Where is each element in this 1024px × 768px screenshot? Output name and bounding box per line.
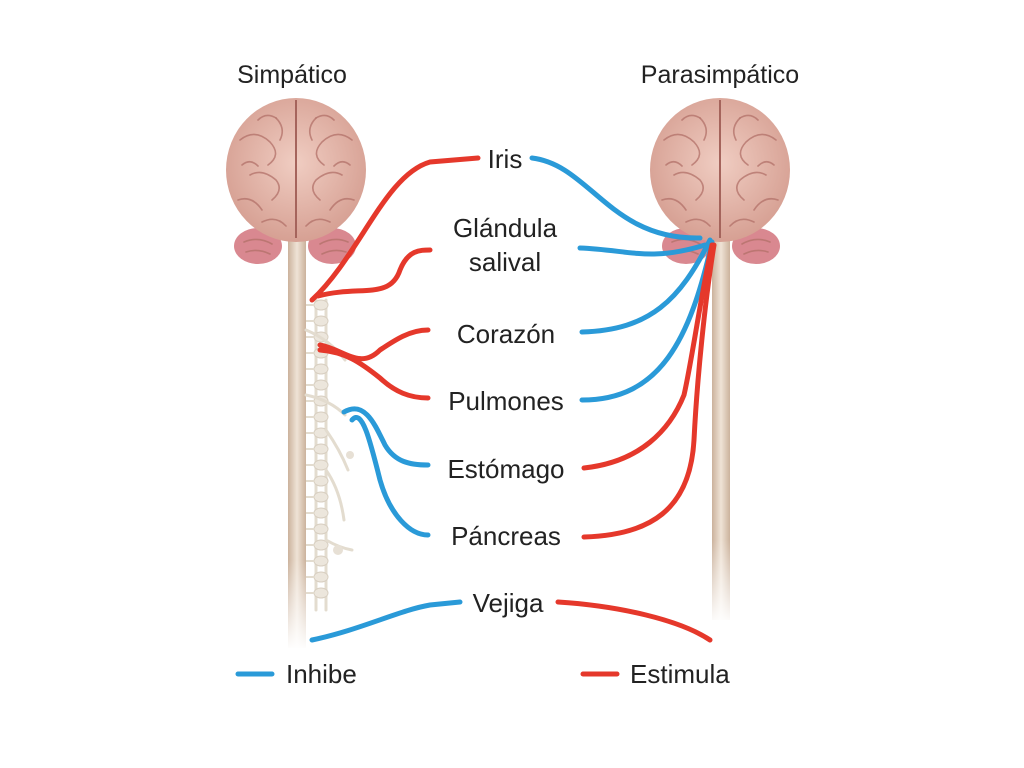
organ-label-gland-line1: Glándula (453, 213, 558, 243)
organ-label-bladder: Vejiga (473, 588, 544, 618)
red-pathway-pancreas-para (581, 242, 717, 540)
ganglion-node (313, 587, 329, 599)
blue-pathway-heart-para (579, 237, 713, 335)
red-pathway-gland (315, 247, 433, 299)
blue-pathway-gland-para (577, 242, 708, 257)
parasympathetic-brain-icon (650, 98, 790, 625)
ganglion-node (313, 443, 329, 455)
organ-label-pancreas: Páncreas (451, 521, 561, 551)
ganglion-node (313, 507, 329, 519)
ganglion-node (313, 299, 329, 311)
ganglion-node (313, 379, 329, 391)
ganglion-node (313, 315, 329, 327)
organ-label-heart: Corazón (457, 319, 555, 349)
red-pathway-iris (309, 155, 481, 303)
sympathetic-brain-icon (226, 98, 366, 650)
legend-stimulate-label: Estimula (630, 659, 730, 689)
ganglion-node (313, 523, 329, 535)
ganglion-node (313, 363, 329, 375)
organ-label-gland-line2: salival (469, 247, 541, 277)
blue-pathway-pancreas (349, 415, 431, 538)
ganglion-node (313, 475, 329, 487)
red-pathway-lungs (317, 347, 431, 401)
ganglion-node (313, 411, 329, 423)
nerve-pathways (309, 155, 717, 643)
ganglion-node (313, 555, 329, 567)
red-pathway-stomach-para (581, 242, 715, 471)
ganglion-node (313, 571, 329, 583)
organ-label-iris: Iris (488, 144, 523, 174)
legend-inhibit-label: Inhibe (286, 659, 357, 689)
parasympathetic-header: Parasimpático (641, 61, 799, 89)
blue-pathway-stomach (341, 406, 431, 468)
organ-label-lungs: Pulmones (448, 386, 564, 416)
ganglion-node (313, 491, 329, 503)
blue-pathway-bladder (309, 599, 463, 643)
ganglion-node (313, 459, 329, 471)
legend: Inhibe Estimula (235, 659, 730, 689)
blue-pathway-lungs-para (579, 239, 715, 403)
sympathetic-chain (304, 298, 354, 612)
sympathetic-header: Simpático (237, 61, 347, 89)
red-pathway-bladder-para (555, 599, 713, 643)
blue-pathway-iris-para (529, 155, 703, 241)
organ-label-stomach: Estómago (447, 454, 564, 484)
